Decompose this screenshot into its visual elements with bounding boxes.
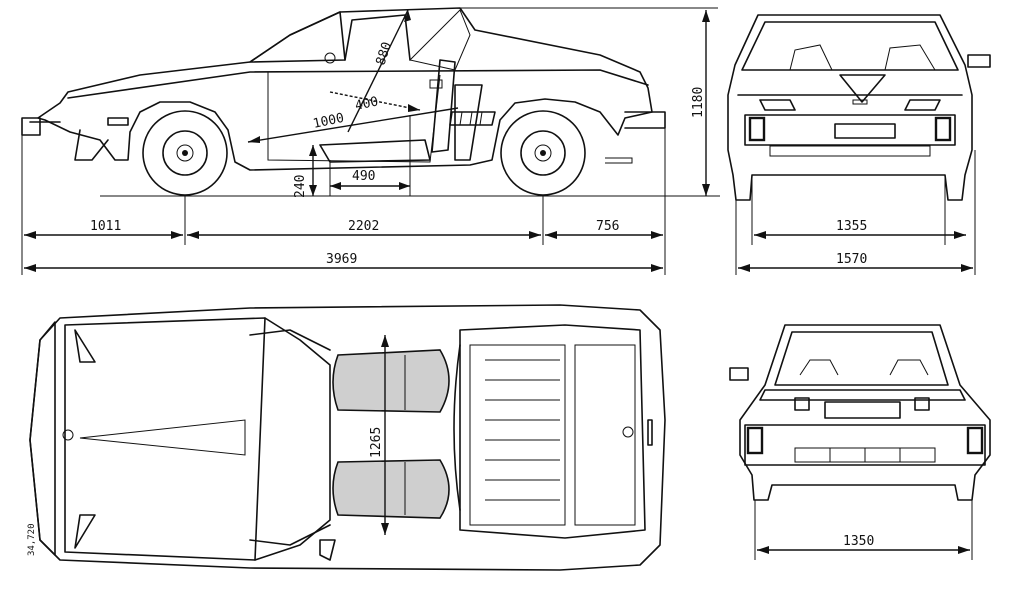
rear-view: 1350 <box>729 324 991 560</box>
side-view: 880 400 1000 240 490 1180 1011 2202 756 … <box>21 7 720 275</box>
dim-height: 1180 <box>691 87 706 118</box>
dim-wheelbase: 2202 <box>348 219 379 234</box>
dim-seat-back: 400 <box>354 94 380 114</box>
dim-legroom: 1000 <box>312 111 346 132</box>
drawing-number: 34,720 <box>27 523 37 556</box>
dim-headroom: 880 <box>374 40 396 67</box>
dim-front-overhang: 1011 <box>90 219 121 234</box>
dim-overall-length: 3969 <box>326 252 357 267</box>
dim-seat-height: 240 <box>293 175 308 198</box>
dim-rear-overhang: 756 <box>596 219 619 234</box>
dim-seat-depth: 490 <box>352 169 375 184</box>
dim-overall-width: 1570 <box>836 252 867 267</box>
dim-interior-width: 1265 <box>369 427 384 458</box>
dim-front-track: 1355 <box>836 219 867 234</box>
front-view: 1355 1570 <box>727 14 991 275</box>
top-view: 1265 34,720 <box>27 304 666 571</box>
dim-rear-track: 1350 <box>843 534 874 549</box>
